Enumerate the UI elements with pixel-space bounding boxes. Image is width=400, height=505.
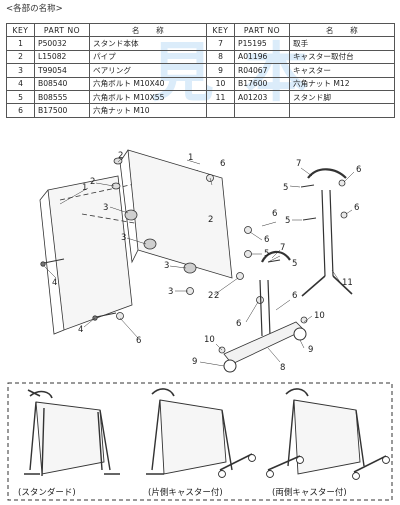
stand-body-panel-left-lip	[39, 189, 65, 335]
callout-6: 6	[272, 209, 277, 219]
pipe-end	[113, 157, 123, 165]
hex-bolt	[267, 259, 281, 263]
cell-key: 5	[6, 89, 35, 105]
table-row: 5 B08555 六角ボルト M10X55 11 A01203 スタンド脚	[6, 89, 395, 105]
hex-bolt	[43, 258, 117, 318]
callout-3: 3	[103, 203, 108, 213]
cell-name: スタンド脚	[289, 89, 395, 105]
table-row: 2 L15082 パイプ 8 A01196 キャスター取付台	[6, 49, 395, 65]
callout-5: 5	[283, 183, 288, 193]
callout-6: 6	[354, 203, 359, 213]
cell-part-no: B17600	[234, 76, 290, 91]
handle	[261, 250, 291, 263]
callout-10: 10	[204, 335, 215, 345]
callout-4: 4	[78, 325, 83, 335]
callout-2: 2	[208, 215, 213, 225]
cell-name: キャスター	[289, 63, 395, 78]
callout-7: 7	[296, 159, 301, 169]
table-row: 3 T99054 ベアリング 9 R04067 キャスター	[6, 63, 395, 78]
hex-nut	[338, 179, 348, 219]
callout-11: 11	[342, 278, 353, 288]
callout-9: 9	[308, 345, 313, 355]
cell-key: 11	[206, 89, 235, 105]
callout-6: 6	[136, 336, 141, 346]
callout-2: 2	[90, 177, 95, 187]
stand-body-panel-center	[127, 149, 233, 279]
callout-2: 2	[214, 291, 219, 301]
callout-6: 6	[292, 291, 297, 301]
variant-one-side-caster-illustration	[146, 388, 256, 478]
callout-5: 5	[264, 249, 269, 259]
callout-4: 4	[52, 278, 57, 288]
callout-2: 2	[118, 151, 123, 161]
bearing	[124, 209, 197, 274]
variant-standard-caption: (スタンダード)	[18, 487, 76, 498]
callout-6: 6	[264, 235, 269, 245]
callout-6: 6	[236, 319, 241, 329]
cell-name: 六角ナット M12	[289, 76, 395, 91]
variant-standard-illustration	[24, 389, 120, 477]
variant-one-side-caption: (片側キャスター付)	[148, 487, 223, 498]
table-row: 6 B17500 六角ナット M10	[6, 103, 395, 118]
stand-leg-foot	[301, 275, 353, 297]
hex-nut	[116, 174, 264, 320]
callout-10: 10	[314, 311, 325, 321]
variant-both-side-caster-illustration	[266, 388, 390, 480]
callout-6: 6	[356, 165, 361, 175]
table-row: 4 B08540 六角ボルト M10X40 10 B17600 六角ナット M1…	[6, 76, 395, 91]
callout-5: 5	[285, 216, 290, 226]
pipe-end	[111, 182, 121, 190]
cell-key: 10	[206, 76, 235, 91]
parts-table: KEY PART NO 名 称 KEY PART NO 名 称 1 P50032…	[6, 22, 395, 118]
stand-leg	[259, 279, 271, 337]
cell-part-no: B17500	[34, 103, 90, 118]
variant-both-sides-caption: (両側キャスター付)	[272, 487, 347, 498]
callout-9: 9	[192, 357, 197, 367]
callout-7: 7	[280, 243, 285, 253]
variants-box	[7, 382, 393, 501]
hex-bolt	[300, 184, 317, 221]
callout-2: 2	[208, 291, 213, 301]
callout-3: 3	[164, 261, 169, 271]
stand-leg	[321, 189, 334, 277]
handle	[307, 168, 347, 179]
callout-5: 5	[292, 259, 297, 269]
callout-8: 8	[280, 363, 285, 373]
callout-3: 3	[168, 287, 173, 297]
callout-1: 1	[188, 153, 193, 163]
callout-1: 1	[82, 183, 87, 193]
stand-body-panel-left	[47, 175, 133, 331]
callout-3: 3	[121, 233, 126, 243]
callout-6: 6	[220, 159, 225, 169]
cell-name: ベアリング	[89, 63, 207, 78]
section-heading: <各部の名称>	[6, 4, 63, 14]
cell-name	[289, 103, 395, 118]
